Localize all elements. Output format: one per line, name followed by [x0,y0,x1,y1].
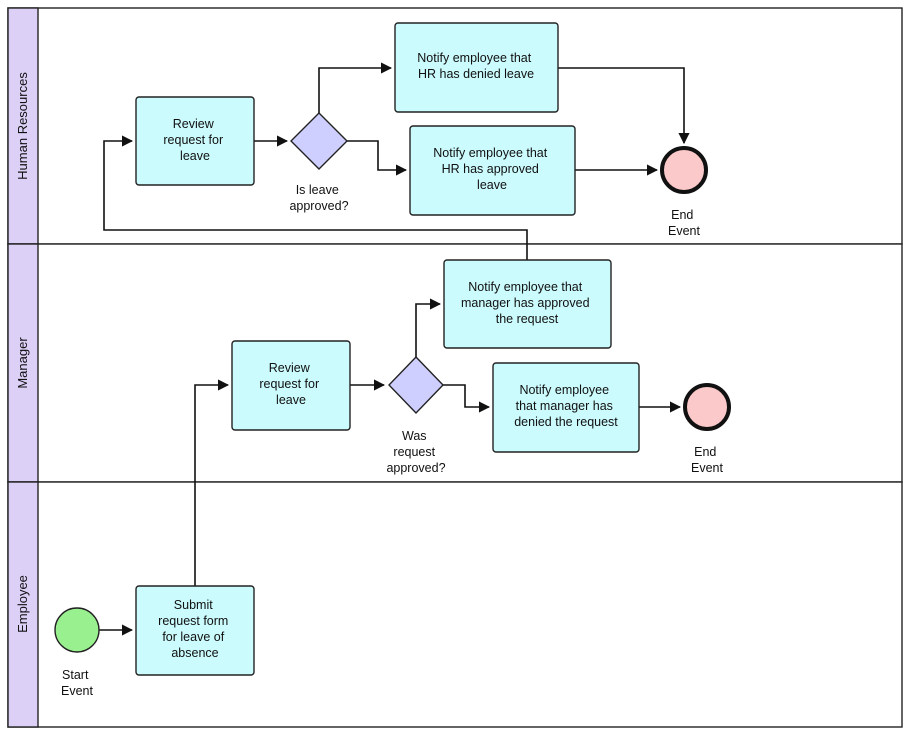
sequence-flows [99,62,690,636]
flow-hr-denied-to-end [558,67,690,145]
lane-header [7,243,39,483]
flow-hr-gateway-to-denied [318,62,393,113]
start-event-label: Start Event [61,668,93,698]
task-label: Submit request form for leave of absence [158,598,232,660]
task-label: Notify employee that HR has denied leave [417,51,534,81]
gateway-was-request-approved: Was request approved? [386,355,446,475]
task-notify-manager-denied: Notify employee that manager has denied … [492,362,640,453]
end-event-hr: End Event [660,146,708,238]
flow-manager-gateway-to-denied [443,384,491,413]
start-event-circle [54,607,100,653]
task-label: Review request for leave [259,361,322,407]
task-notify-hr-approved: Notify employee that HR has approved lea… [409,125,576,216]
gateway-diamond [388,355,444,415]
end-event-manager: End Event [683,383,731,475]
lane-label: Human Resources [15,72,30,180]
end-event-circle [683,383,731,431]
task-box [135,96,255,186]
task-notify-manager-approved: Notify employee that manager has approve… [443,259,612,349]
task-label: Notify employee that HR has approved lea… [433,146,550,192]
flow-manager-gateway-to-approved [415,298,442,357]
task-box [135,585,255,676]
gateway-diamond [290,112,348,170]
start-event: Start Event [54,607,100,698]
lane-header [7,481,39,728]
flow-submit-to-manager-review [194,379,230,586]
diagram-nodes: Start Event Submit request form for leav… [54,22,731,698]
task-box [443,259,612,349]
lane-label: Employee [15,575,30,633]
end-event-label: End Event [668,208,700,238]
task-notify-hr-denied: Notify employee that HR has denied leave [394,22,559,113]
flow-hr-gateway-to-approved [347,140,408,176]
lane-header [7,7,39,245]
task-submit-request: Submit request form for leave of absence [135,585,255,676]
gateway-is-leave-approved: Is leave approved? [289,112,349,213]
task-hr-review: Review request for leave [135,96,255,186]
gateway-label: Was request approved? [386,429,445,475]
task-box [231,340,351,431]
end-event-circle [660,146,708,194]
task-box [492,362,640,453]
task-label: Notify employee that manager has denied … [514,383,618,429]
flow-manager-approved-to-hr-review [103,135,528,260]
task-label: Review request for leave [163,117,226,163]
task-box [409,125,576,216]
task-label: Notify employee that manager has approve… [461,280,593,326]
task-box [394,22,559,113]
gateway-label: Is leave approved? [289,183,348,213]
lane-label: Manager [15,337,30,389]
end-event-label: End Event [691,445,723,475]
task-manager-review: Review request for leave [231,340,351,431]
